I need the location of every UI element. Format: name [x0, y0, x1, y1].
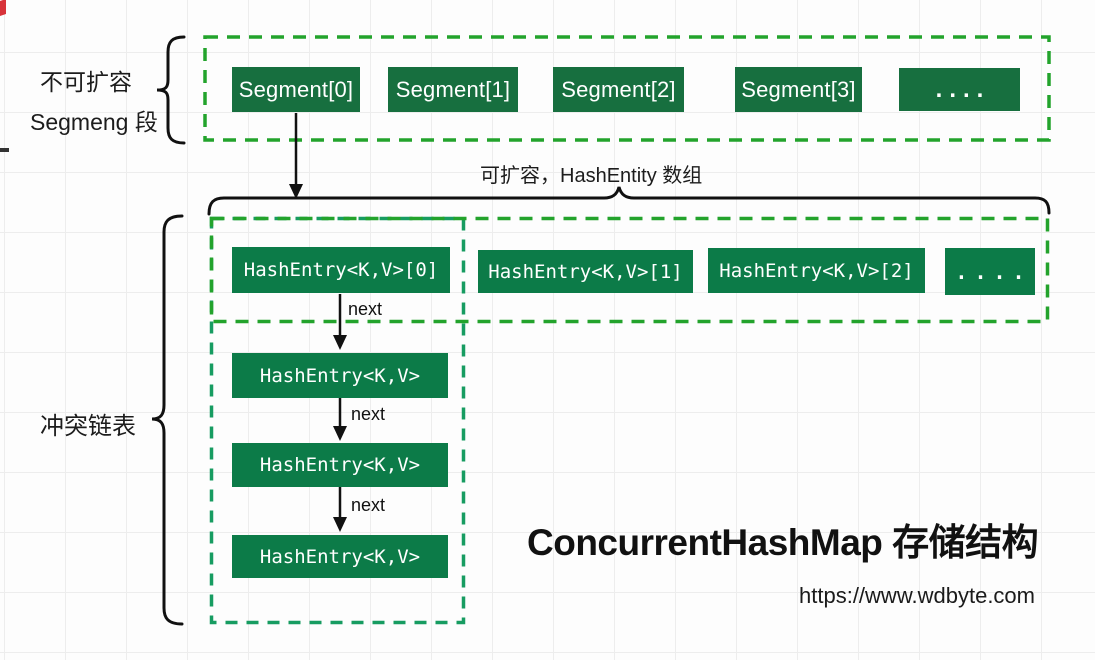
next-arrow-1 [333, 294, 347, 350]
screen-edge-artifact [0, 0, 6, 16]
segment-box-0: Segment[0] [232, 67, 360, 112]
hashentry-box-1: HashEntry<K,V>[1] [478, 250, 693, 293]
chain-label: 冲突链表 [40, 413, 136, 440]
segments-dashed-border [203, 35, 1051, 142]
array-label: 可扩容，HashEntity 数组 [480, 165, 703, 187]
watermark-url: https://www.wdbyte.com [799, 583, 1035, 608]
segment-box-1: Segment[1] [388, 67, 518, 112]
next-arrow-2 [333, 398, 347, 441]
segment-to-array-arrow [289, 113, 303, 199]
chain-node-3: HashEntry<K,V> [232, 535, 448, 578]
chain-dashed-border [209, 216, 466, 625]
diagram-title: ConcurrentHashMap 存储结构 [527, 522, 1039, 563]
entries-dashed-border [209, 216, 1050, 324]
segments-brace [156, 35, 186, 145]
screen-edge-artifact [0, 148, 9, 152]
chain-brace [151, 214, 184, 626]
array-brace [207, 186, 1051, 216]
segments-label-line2: Segmeng 段 [30, 109, 158, 135]
chain-node-1: HashEntry<K,V> [232, 353, 448, 398]
segment-box-2: Segment[2] [553, 67, 684, 112]
hashentry-box-0: HashEntry<K,V>[0] [232, 247, 450, 293]
hashentry-box-ellipsis: .... [945, 248, 1035, 295]
segment-box-ellipsis: .... [899, 68, 1020, 111]
segments-label-line1: 不可扩容 [40, 69, 132, 95]
segment-box-3: Segment[3] [735, 67, 862, 112]
next-label-2: next [351, 404, 386, 424]
chain-node-2: HashEntry<K,V> [232, 443, 448, 487]
next-label-1: next [348, 299, 383, 319]
next-arrow-3 [333, 487, 347, 532]
next-label-3: next [351, 495, 386, 515]
hashentry-box-2: HashEntry<K,V>[2] [708, 248, 925, 293]
